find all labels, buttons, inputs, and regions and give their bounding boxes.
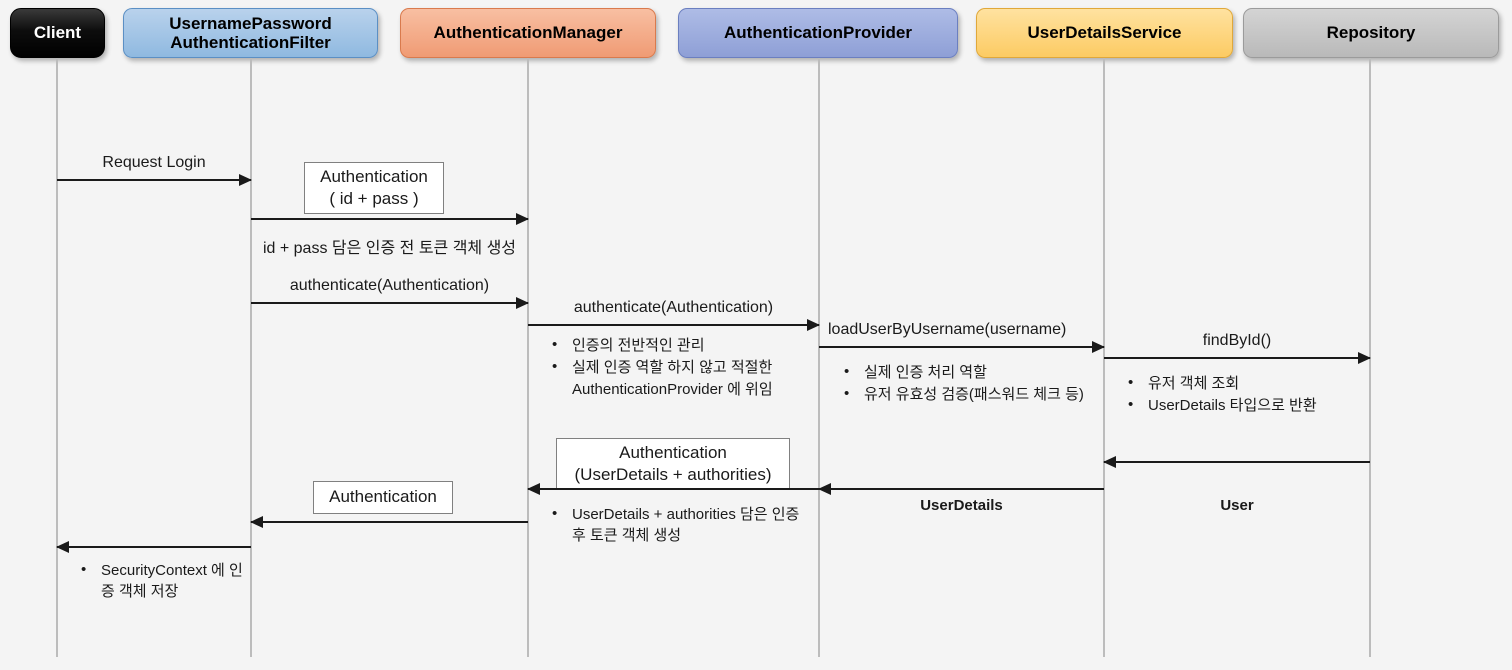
message-label-userdetails-return: UserDetails bbox=[920, 497, 1003, 514]
message-arrow-request-login bbox=[57, 174, 252, 186]
bullets-repository-responsibilities: 유저 객체 조회 UserDetails 타입으로 반환 bbox=[1110, 372, 1370, 418]
message-arrow-authentication-manager-to-filter bbox=[250, 516, 528, 528]
bullet-item: 유저 객체 조회 bbox=[1128, 372, 1370, 394]
message-arrow-authentication-filter-to-client bbox=[56, 541, 251, 553]
message-arrow-authentication-provider-to-manager bbox=[527, 483, 819, 495]
message-label-create-token: id + pass 담은 인증 전 토큰 객체 생성 bbox=[262, 240, 517, 257]
participant-username-password-authentication-filter[interactable]: UsernamePassword AuthenticationFilter bbox=[123, 8, 378, 58]
participant-filter-label-line2: AuthenticationFilter bbox=[170, 33, 331, 52]
message-label-load-user-by-username: loadUserByUsername(username) bbox=[828, 321, 1067, 338]
bullets-manager-return-note: UserDetails + authorities 담은 인증 후 토큰 객체 … bbox=[534, 503, 802, 548]
participant-repo-label: Repository bbox=[1326, 23, 1416, 43]
participant-repository[interactable]: Repository bbox=[1243, 8, 1499, 58]
message-arrow-authenticate-filter-to-manager bbox=[251, 297, 529, 309]
participant-authentication-manager[interactable]: AuthenticationManager bbox=[400, 8, 656, 58]
note-authentication-userdetails-line1: Authentication bbox=[619, 442, 727, 462]
participant-filter-label: UsernamePassword AuthenticationFilter bbox=[169, 14, 332, 52]
note-authentication-id-pass-line2: ( id + pass ) bbox=[329, 189, 419, 208]
participant-manager-label: AuthenticationManager bbox=[433, 23, 623, 43]
note-authentication-userdetails-line2: (UserDetails + authorities) bbox=[574, 465, 772, 484]
message-label-request-login: Request Login bbox=[102, 154, 206, 171]
note-authentication-plain: Authentication bbox=[313, 481, 453, 514]
note-authentication-id-pass-line1: Authentication bbox=[320, 166, 428, 186]
bullets-authentication-manager-responsibilities: 인증의 전반적인 관리 실제 인증 역할 하지 않고 적절한 Authentic… bbox=[534, 334, 802, 401]
participant-user-details-service[interactable]: UserDetailsService bbox=[976, 8, 1233, 58]
note-authentication-plain-line1: Authentication bbox=[329, 487, 437, 507]
participant-client-label: Client bbox=[33, 23, 82, 43]
bullets-authentication-provider-responsibilities: 실제 인증 처리 역할 유저 유효성 검증(패스워드 체크 등) bbox=[826, 361, 1094, 407]
lifeline-manager bbox=[527, 58, 529, 657]
message-arrow-load-user-by-username bbox=[819, 341, 1105, 353]
note-authentication-userdetails-authorities: Authentication (UserDetails + authoritie… bbox=[556, 438, 790, 490]
bullets-client-securitycontext-note: SecurityContext 에 인증 객체 저장 bbox=[63, 559, 253, 604]
lifeline-filter bbox=[250, 58, 252, 657]
lifeline-client bbox=[56, 58, 58, 657]
bullet-item: 유저 유효성 검증(패스워드 체크 등) bbox=[844, 383, 1094, 405]
bullet-item: 인증의 전반적인 관리 bbox=[552, 334, 802, 356]
bullet-item: UserDetails + authorities 담은 인증 후 토큰 객체 … bbox=[552, 503, 802, 547]
participant-provider-label: AuthenticationProvider bbox=[724, 23, 912, 43]
message-arrow-authenticate-manager-to-provider bbox=[528, 319, 820, 331]
note-authentication-id-pass: Authentication ( id + pass ) bbox=[304, 162, 444, 214]
bullet-item: 실제 인증 처리 역할 bbox=[844, 361, 1094, 383]
message-arrow-find-by-id bbox=[1104, 352, 1371, 364]
message-label-authenticate-manager-to-provider: authenticate(Authentication) bbox=[573, 299, 774, 316]
participant-authentication-provider[interactable]: AuthenticationProvider bbox=[678, 8, 958, 58]
message-arrow-user-return bbox=[1103, 456, 1370, 468]
message-label-user-return: User bbox=[1220, 497, 1254, 514]
message-label-find-by-id: findById() bbox=[1202, 332, 1272, 349]
participant-filter-label-line1: UsernamePassword bbox=[169, 13, 332, 33]
message-arrow-userdetails-return bbox=[818, 483, 1104, 495]
message-label-authenticate-filter-to-manager: authenticate(Authentication) bbox=[289, 277, 490, 294]
participant-uds-label: UserDetailsService bbox=[1027, 23, 1182, 43]
bullet-item: 실제 인증 역할 하지 않고 적절한 AuthenticationProvide… bbox=[552, 356, 802, 400]
participant-client[interactable]: Client bbox=[10, 8, 105, 58]
lifeline-provider bbox=[818, 58, 820, 657]
bullet-item: SecurityContext 에 인증 객체 저장 bbox=[81, 559, 253, 603]
message-arrow-create-token bbox=[251, 213, 529, 225]
bullet-item: UserDetails 타입으로 반환 bbox=[1128, 394, 1370, 416]
